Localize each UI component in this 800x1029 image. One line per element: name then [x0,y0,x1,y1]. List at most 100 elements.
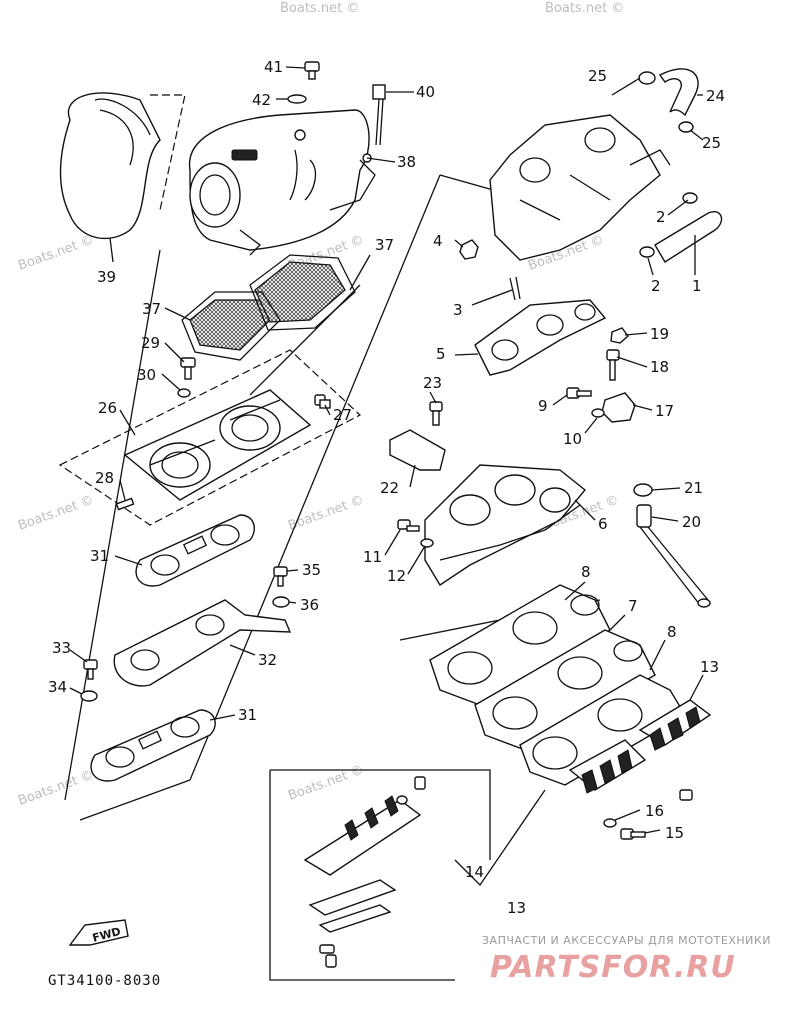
bolt-35 [273,566,288,587]
callout-42: 42 [252,91,271,109]
callout-4: 4 [433,232,443,250]
silencer-body [188,109,376,256]
washer-16 [603,818,617,828]
callout-21: 21 [684,479,703,497]
callout-38: 38 [397,153,416,171]
callout-22: 22 [380,479,399,497]
gasket-5 [474,299,607,376]
callout-40: 40 [416,83,435,101]
callout-17: 17 [655,402,674,420]
clamp-21 [633,483,653,497]
washer-34 [80,690,98,702]
intake-boot [59,92,186,240]
callout-29: 29 [141,334,160,352]
fitting-27 [314,394,331,409]
callout-26: 26 [98,399,117,417]
callout-20: 20 [682,513,701,531]
screw-41 [304,61,320,80]
stud-3 [509,276,521,301]
bracket-22 [389,429,446,471]
plate-7 [474,629,656,751]
watermark: Boats.net © [280,1,359,16]
watermark: Boats.net © [16,768,96,809]
callout-32: 32 [258,651,277,669]
callout-8-upper: 8 [581,563,591,581]
callout-37-left: 37 [142,300,161,318]
clamp-2b [639,246,655,258]
group-outline [79,779,191,821]
washer-12 [420,538,434,548]
callout-5: 5 [436,345,446,363]
callout-11: 11 [363,548,382,566]
callout-37-right: 37 [375,236,394,254]
callout-13-upper: 13 [700,658,719,676]
long-bolt [372,84,386,146]
diagram-code: GT34100-8030 [48,973,161,989]
bolt-33 [83,659,98,680]
washer-10 [591,408,605,418]
callout-8-lower: 8 [667,623,677,641]
reed-valve-13b [568,739,647,794]
callouts: 41 42 40 38 39 37 37 29 30 26 27 28 31 3… [48,58,725,917]
callout-12: 12 [387,567,406,585]
fwd-arrow: FWD [68,919,129,946]
hose-1 [654,211,723,263]
watermark: Boats.net © [286,493,366,534]
callout-23: 23 [423,374,442,392]
callout-10: 10 [563,430,582,448]
hose-20 [636,504,711,608]
exhaust-manifold [489,114,671,261]
fitting-18 [606,349,620,381]
callout-1: 1 [692,277,702,295]
callout-19: 19 [650,325,669,343]
washer-42 [287,94,307,104]
hose-24 [658,68,699,117]
bolt-11 [397,519,420,532]
callout-6: 6 [598,515,608,533]
clamp-25b [678,121,694,133]
callout-7: 7 [628,597,638,615]
callout-39: 39 [97,268,116,286]
callout-33: 33 [52,639,71,657]
callout-14: 14 [465,863,484,881]
watermark: Boats.net © [16,493,96,534]
flame-arrester [181,254,356,361]
bolt-23 [429,401,443,426]
callout-9: 9 [538,397,548,415]
callout-36: 36 [300,596,319,614]
bolt-15 [620,828,646,840]
callout-2-lower: 2 [651,277,661,295]
intake-manifold [424,464,586,586]
washer-36 [272,596,290,608]
carb-plate [58,349,362,526]
pin-28 [115,497,135,511]
reed-valve-13a [638,699,712,751]
group-outline [189,174,441,781]
gasket-31-lower [90,709,216,782]
group-outline [64,249,161,801]
callout-13-lower: 13 [507,899,526,917]
callout-30: 30 [137,366,156,384]
cap-19 [610,327,629,344]
leader-lines [69,66,704,834]
callout-25-right: 25 [702,134,721,152]
callout-18: 18 [650,358,669,376]
washer-30 [177,388,191,398]
callout-34: 34 [48,678,67,696]
callout-41: 41 [264,58,283,76]
callout-15: 15 [665,824,684,842]
callout-31-lower: 31 [238,706,257,724]
callout-27: 27 [333,406,352,424]
clamp-25a [638,71,656,85]
bolt-29 [180,357,196,380]
callout-3: 3 [453,301,463,319]
callout-16: 16 [645,802,664,820]
watermark: Boats.net © [545,1,624,16]
bolt-9 [566,387,592,399]
watermark: Boats.net © [16,233,96,274]
callout-31-upper: 31 [90,547,109,565]
callout-24: 24 [706,87,725,105]
callout-35: 35 [302,561,321,579]
brand-logo: PARTSFOR.RU [490,950,736,985]
